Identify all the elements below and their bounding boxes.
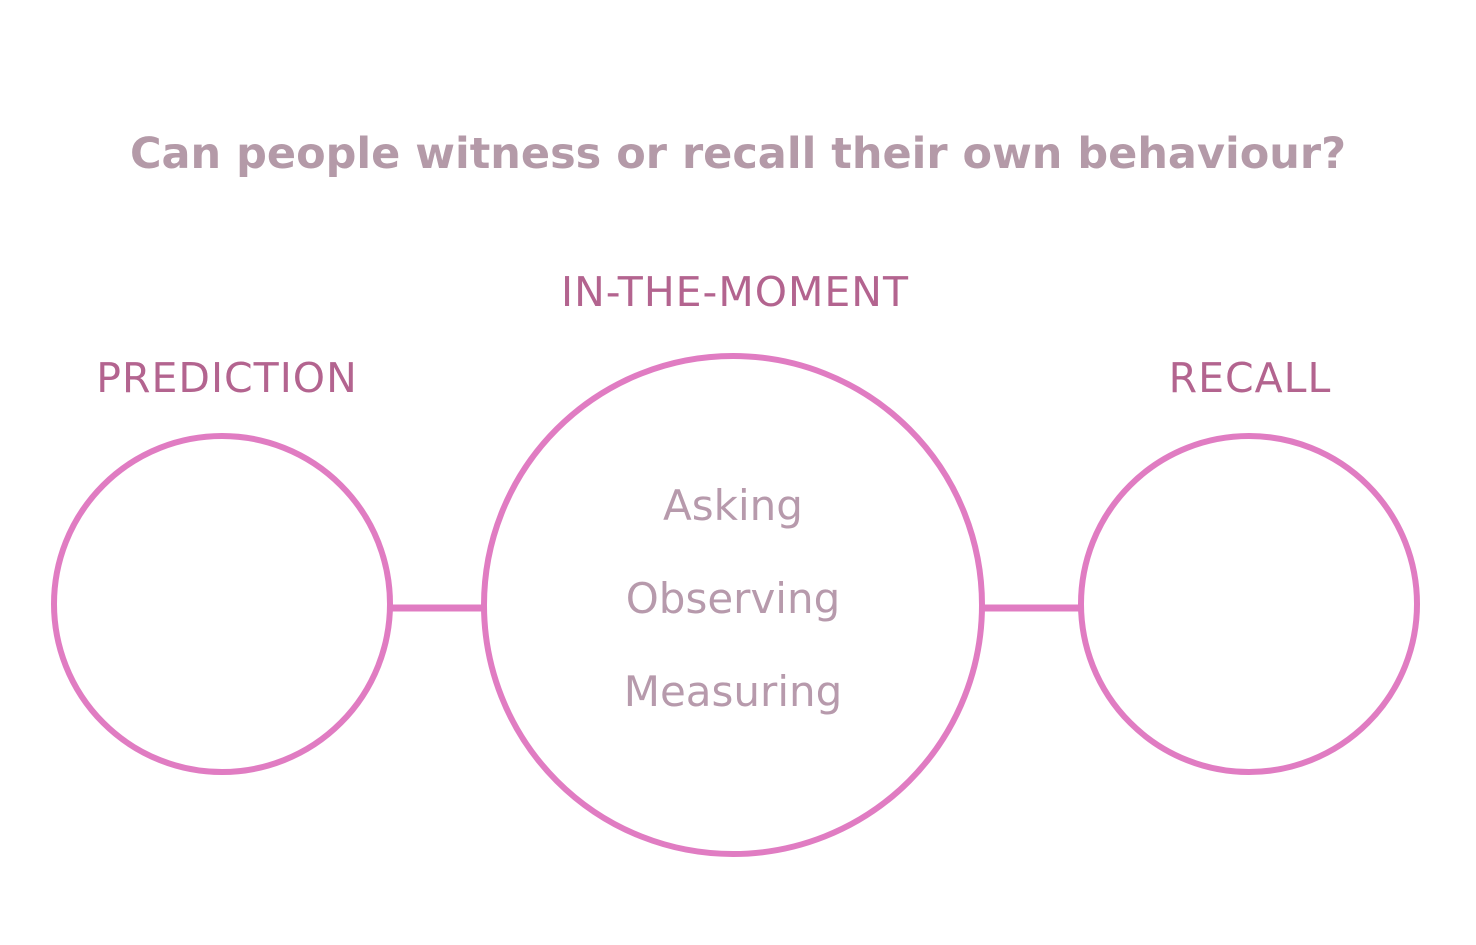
circle-in-the-moment [481,353,985,857]
diagram-title: Can people witness or recall their own b… [130,129,1346,179]
label-recall: RECALL [1169,354,1332,402]
method-measuring: Measuring [624,667,843,716]
label-in-the-moment: IN-THE-MOMENT [561,268,909,316]
circle-recall [1078,433,1420,775]
circle-prediction [51,433,393,775]
label-prediction: PREDICTION [96,354,358,402]
method-observing: Observing [626,574,841,623]
method-asking: Asking [663,481,803,530]
